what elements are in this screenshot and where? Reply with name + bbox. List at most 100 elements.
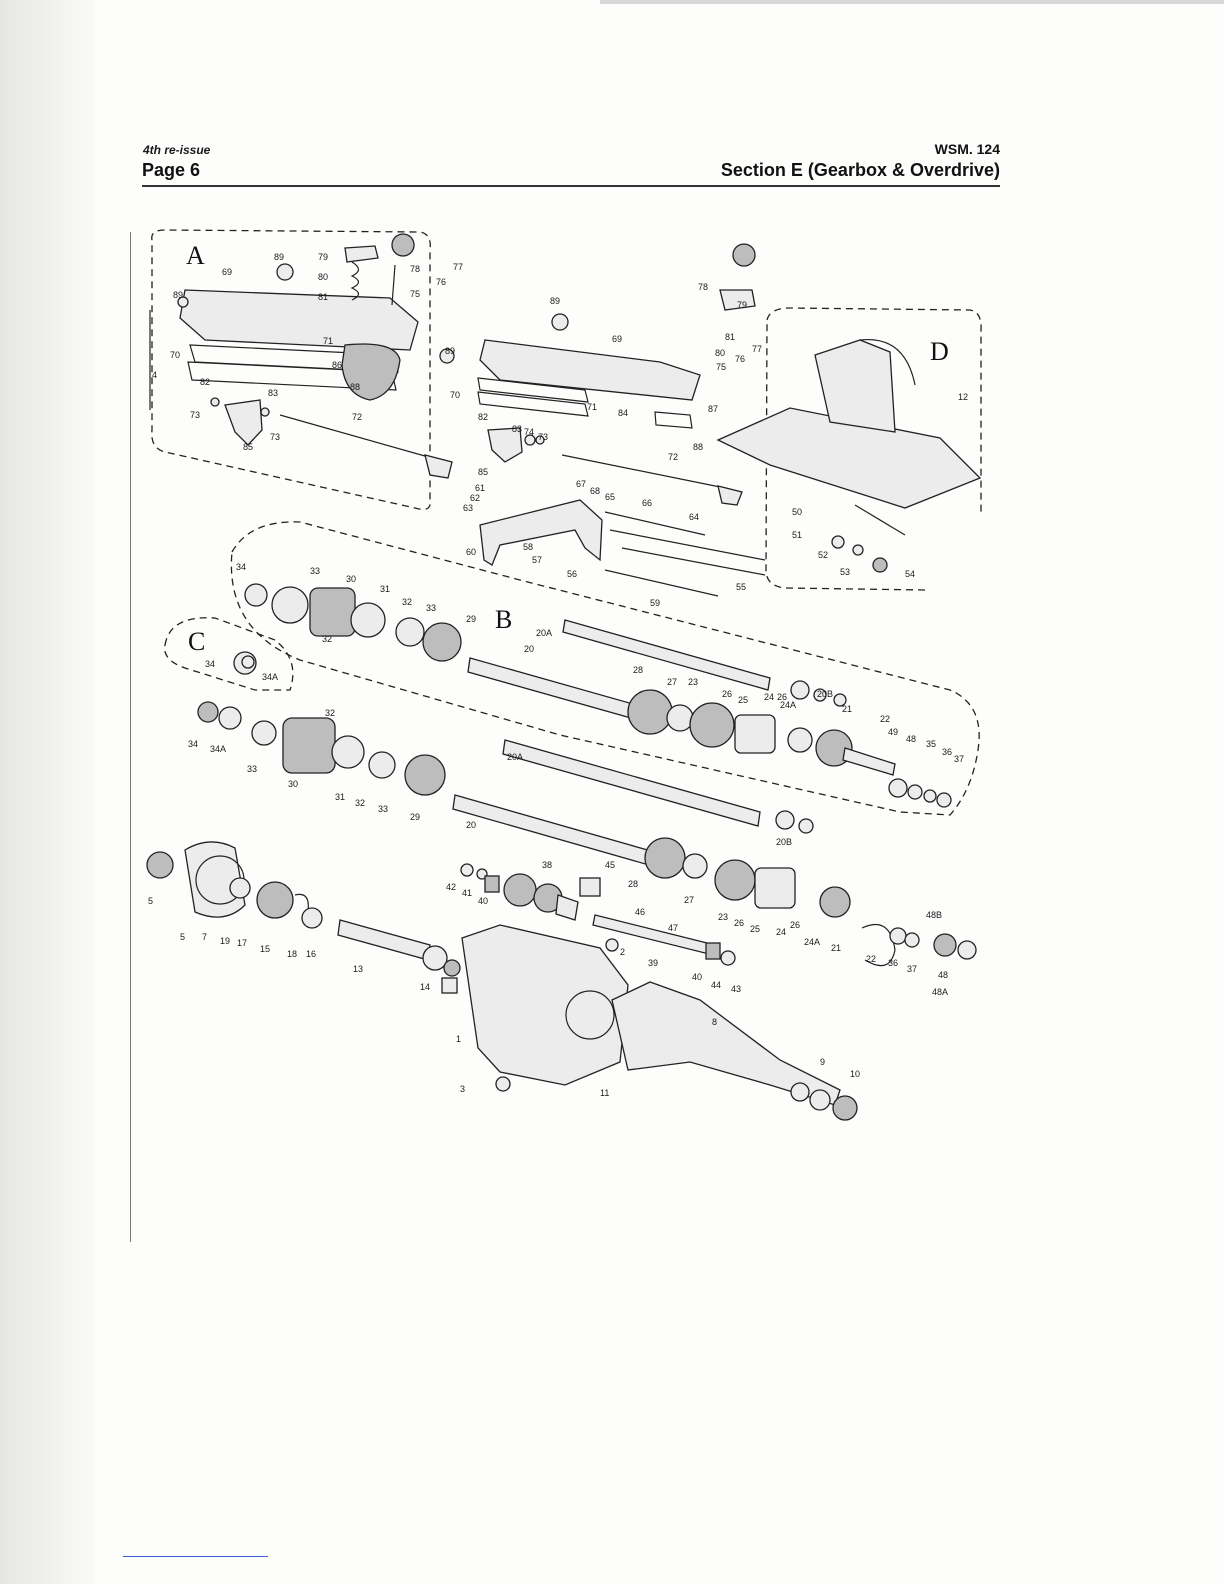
part-label: 42	[446, 882, 456, 892]
part-label: 72	[352, 412, 362, 422]
part-label: 10	[850, 1069, 860, 1079]
part-label: 44	[711, 980, 721, 990]
part-label: 36	[942, 747, 952, 757]
part-label: 34A	[262, 672, 278, 682]
part-label: 14	[420, 982, 430, 992]
part-label: 80	[318, 272, 328, 282]
part-label: 32	[402, 597, 412, 607]
part-label: 86	[332, 360, 342, 370]
group-letter-d: D	[930, 337, 949, 366]
part-label: 89	[173, 290, 183, 300]
part-label: 72	[668, 452, 678, 462]
part-label: 43	[731, 984, 741, 994]
part-label: 85	[478, 467, 488, 477]
group-b-labels: 34 33 30 31 32 33 32 29 20A 20 28 27 23 …	[236, 562, 964, 764]
group-d-parts	[716, 338, 982, 573]
part-label: 39	[648, 958, 658, 968]
part-label: 12	[958, 392, 968, 402]
part-label: 34A	[210, 744, 226, 754]
part-label: 32	[355, 798, 365, 808]
bottom-labels: 5 5 7 19 17 15 18 16 13 14 42 41 40 38 4…	[148, 860, 948, 1098]
part-label: 47	[668, 923, 678, 933]
part-label: 61	[475, 483, 485, 493]
part-label: 60	[466, 547, 476, 557]
part-label: 41	[462, 888, 472, 898]
part-label: 30	[288, 779, 298, 789]
part-label: 5	[148, 896, 153, 906]
part-label: 3	[460, 1084, 465, 1094]
part-label: 63	[463, 503, 473, 513]
part-label: 87	[708, 404, 718, 414]
part-label: 49	[888, 727, 898, 737]
group-c-boundary	[164, 617, 294, 691]
part-label: 13	[353, 964, 363, 974]
part-label: 77	[453, 262, 463, 272]
group-c-parts	[197, 651, 257, 730]
part-label: 71	[323, 336, 333, 346]
middle-labels: 32 33 30 31 32 33 29 20A 20 20B	[247, 708, 792, 847]
part-label: 28	[628, 879, 638, 889]
part-label: 20	[466, 820, 476, 830]
part-label: 82	[478, 412, 488, 422]
part-label: 24	[776, 927, 786, 937]
part-label: 28	[633, 665, 643, 675]
part-label: 78	[410, 264, 420, 274]
part-label: 19	[220, 936, 230, 946]
part-label: 25	[738, 695, 748, 705]
part-label: 33	[247, 764, 257, 774]
part-label: 74	[524, 427, 534, 437]
part-label: 80	[715, 348, 725, 358]
part-label: 59	[650, 598, 660, 608]
part-label: 20B	[776, 837, 792, 847]
part-label: 70	[450, 390, 460, 400]
part-label: 71	[587, 402, 597, 412]
part-label: 54	[905, 569, 915, 579]
part-label: 36	[888, 958, 898, 968]
part-label: 33	[310, 566, 320, 576]
part-label: 11	[600, 1088, 609, 1098]
part-label: 79	[318, 252, 328, 262]
part-label: 5	[180, 932, 185, 942]
part-label: 53	[840, 567, 850, 577]
part-label: 66	[642, 498, 652, 508]
part-label: 58	[523, 542, 533, 552]
part-label: 15	[260, 944, 270, 954]
part-label: 27	[684, 895, 694, 905]
part-label: 38	[542, 860, 552, 870]
part-label: 89	[445, 346, 455, 356]
part-label: 20A	[507, 752, 523, 762]
part-label: 29	[466, 614, 476, 624]
group-d-labels: 12 50 51 52 53 54	[792, 392, 968, 579]
part-label: 9	[820, 1057, 825, 1067]
group-a-boundary	[151, 229, 431, 511]
part-label: 48A	[932, 987, 948, 997]
part-label: 89	[550, 296, 560, 306]
part-label: 75	[716, 362, 726, 372]
middle-shaft-parts	[251, 717, 814, 870]
part-label: 84	[618, 408, 628, 418]
part-label: 21	[842, 704, 852, 714]
part-label: 62	[470, 493, 480, 503]
top-centre-parts	[439, 243, 766, 597]
group-letter-a: A	[186, 241, 205, 270]
part-label: 23	[688, 677, 698, 687]
part-label: 33	[426, 603, 436, 613]
part-label: 81	[725, 332, 735, 342]
bottom-assembly-parts	[146, 837, 977, 1121]
part-label: 7	[202, 932, 207, 942]
part-label: 56	[567, 569, 577, 579]
part-label: 23	[718, 912, 728, 922]
part-label: 69	[222, 267, 232, 277]
part-label: 33	[378, 804, 388, 814]
part-label: 40	[478, 896, 488, 906]
part-label: 65	[605, 492, 615, 502]
part-label: 40	[692, 972, 702, 982]
part-label: 34	[236, 562, 246, 572]
part-label: 25	[750, 924, 760, 934]
part-label: 88	[350, 382, 360, 392]
part-label: 24	[764, 692, 774, 702]
group-c-labels: 34 34A 34 34A	[188, 659, 278, 754]
part-label: 73	[190, 410, 200, 420]
scan-top-edge	[600, 0, 1224, 4]
